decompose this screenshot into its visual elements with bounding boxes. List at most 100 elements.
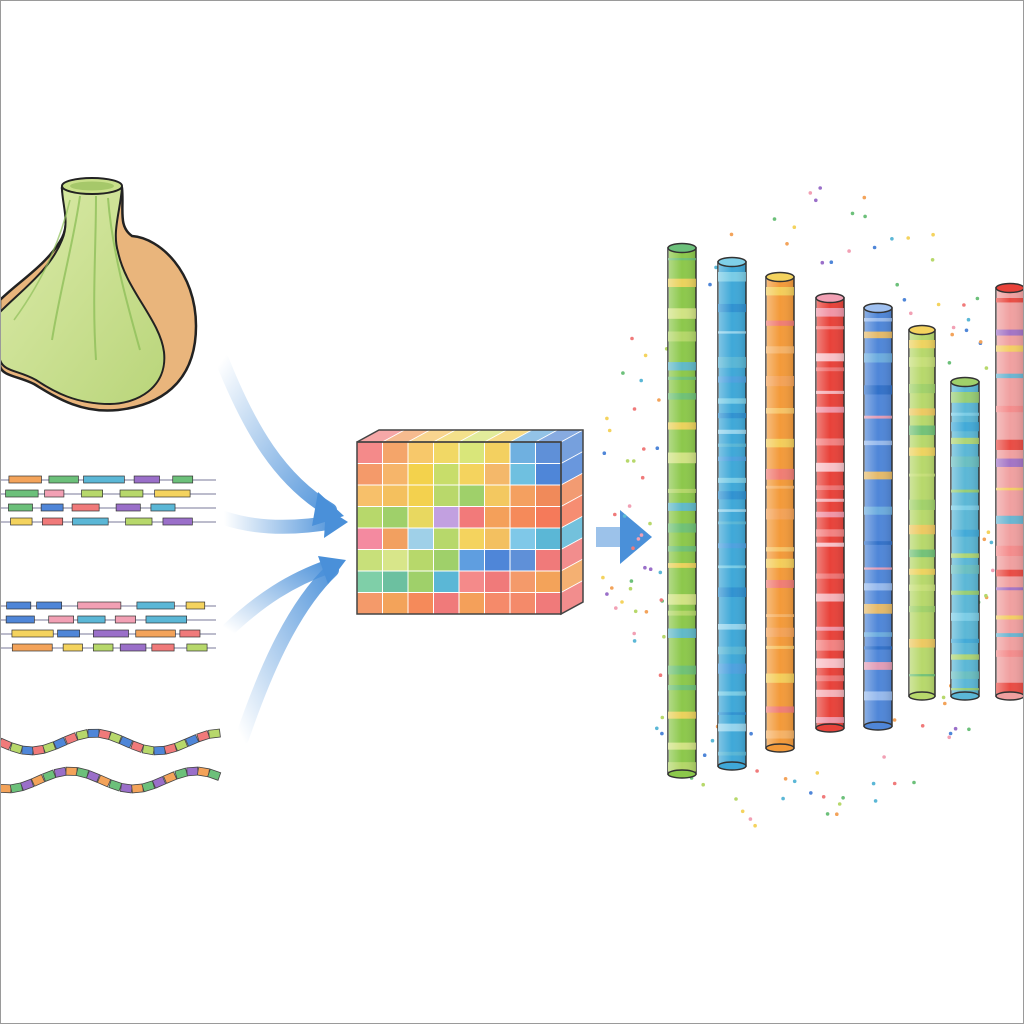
scatter-dot bbox=[829, 260, 834, 265]
matrix-cell bbox=[458, 592, 485, 615]
scatter-dot bbox=[748, 817, 753, 821]
strand-segment bbox=[130, 740, 145, 753]
scatter-dot bbox=[714, 265, 718, 270]
strand-segment bbox=[9, 742, 24, 755]
scatter-dot bbox=[837, 802, 842, 806]
matrix-cell bbox=[458, 463, 485, 486]
matrix-cell bbox=[509, 549, 536, 572]
matrix-cell bbox=[356, 549, 383, 572]
scatter-dot bbox=[989, 540, 994, 545]
read-segment bbox=[77, 601, 122, 610]
matrix-cell bbox=[356, 484, 383, 507]
matrix-cell bbox=[535, 506, 562, 529]
matrix-outline-3d bbox=[356, 429, 584, 616]
scatter-dot bbox=[753, 823, 757, 828]
matrix-cell bbox=[509, 484, 536, 507]
read-segment bbox=[151, 643, 175, 652]
scatter-dot bbox=[657, 398, 661, 402]
scatter-dot bbox=[655, 726, 659, 731]
strand-segment bbox=[42, 769, 57, 782]
matrix-cell bbox=[535, 463, 562, 486]
profile-column bbox=[815, 292, 845, 733]
column-bottom bbox=[863, 721, 893, 731]
read-segment bbox=[57, 629, 80, 638]
column-shading bbox=[951, 382, 979, 696]
matrix-cell bbox=[484, 549, 511, 572]
strand-segment bbox=[131, 783, 144, 794]
scatter-dot bbox=[792, 779, 797, 784]
matrix-cell bbox=[407, 527, 434, 550]
read-segment bbox=[172, 475, 194, 484]
scatter-dot bbox=[815, 771, 820, 775]
scatter-dot bbox=[966, 317, 971, 322]
column-top bbox=[908, 324, 936, 336]
scatter-dot bbox=[710, 738, 715, 743]
matrix-cell bbox=[382, 506, 409, 529]
scatter-dot bbox=[943, 701, 947, 706]
scatter-dot bbox=[622, 514, 627, 518]
read-segment bbox=[62, 643, 83, 652]
scatter-dot bbox=[640, 475, 645, 480]
scatter-dot bbox=[982, 537, 987, 542]
scatter-dot bbox=[660, 731, 664, 736]
strand-segment bbox=[184, 734, 200, 747]
scatter-dot bbox=[772, 217, 777, 221]
read-segment bbox=[115, 503, 141, 512]
scatter-dot bbox=[814, 198, 818, 203]
strand-segment bbox=[0, 737, 13, 751]
read-segment bbox=[185, 601, 206, 610]
scatter-dot bbox=[648, 567, 653, 571]
scatter-dot bbox=[825, 812, 830, 816]
matrix-cell bbox=[535, 549, 562, 572]
read-segment bbox=[42, 517, 64, 526]
read-segment bbox=[179, 629, 201, 638]
scatter-dot bbox=[648, 521, 652, 526]
matrix-cell bbox=[433, 441, 460, 464]
scatter-dot bbox=[930, 258, 935, 262]
scatter-dot bbox=[629, 579, 634, 583]
column-top bbox=[863, 302, 893, 314]
scatter-dot bbox=[808, 191, 813, 195]
column-bottom bbox=[950, 691, 980, 701]
scatter-dot bbox=[625, 459, 630, 463]
scatter-dot bbox=[639, 533, 644, 537]
matrix-cell bbox=[458, 441, 485, 464]
scatter-dot bbox=[953, 726, 958, 731]
matrix-cell bbox=[407, 549, 434, 572]
column-bottom bbox=[815, 723, 845, 733]
scatter-dot bbox=[602, 451, 607, 456]
profile-column bbox=[717, 256, 747, 771]
read-segment bbox=[6, 601, 32, 610]
column-shading bbox=[816, 298, 844, 728]
column-top bbox=[995, 282, 1024, 294]
matrix-cell bbox=[382, 570, 409, 593]
matrix-cell bbox=[407, 441, 434, 464]
scatter-dot bbox=[947, 735, 951, 740]
scatter-dot bbox=[658, 673, 663, 677]
scatter-dot bbox=[614, 606, 618, 610]
read-segment bbox=[133, 475, 160, 484]
matrix-cell bbox=[458, 506, 485, 529]
scatter-dot bbox=[964, 328, 969, 333]
matrix-cell bbox=[458, 527, 485, 550]
scatter-dot bbox=[986, 530, 991, 534]
strand-segment bbox=[163, 743, 178, 755]
sequence-strands-group bbox=[0, 728, 222, 794]
scatter-dot bbox=[847, 249, 851, 253]
scatter-dot bbox=[702, 753, 707, 757]
scatter-dot bbox=[610, 586, 614, 590]
read-segment bbox=[40, 503, 64, 512]
scatter-dot bbox=[948, 731, 953, 736]
scatter-dot bbox=[628, 586, 633, 591]
scatter-dot bbox=[632, 631, 636, 636]
scatter-dot bbox=[871, 781, 876, 786]
arrow-from-organ bbox=[215, 353, 337, 517]
matrix-cell bbox=[407, 484, 434, 507]
strand-segment bbox=[53, 766, 68, 778]
scatter-dot bbox=[740, 809, 745, 814]
column-top bbox=[717, 256, 747, 268]
scatter-dot bbox=[632, 459, 636, 463]
scatter-dot bbox=[601, 575, 605, 580]
matrix-cell bbox=[433, 463, 460, 486]
